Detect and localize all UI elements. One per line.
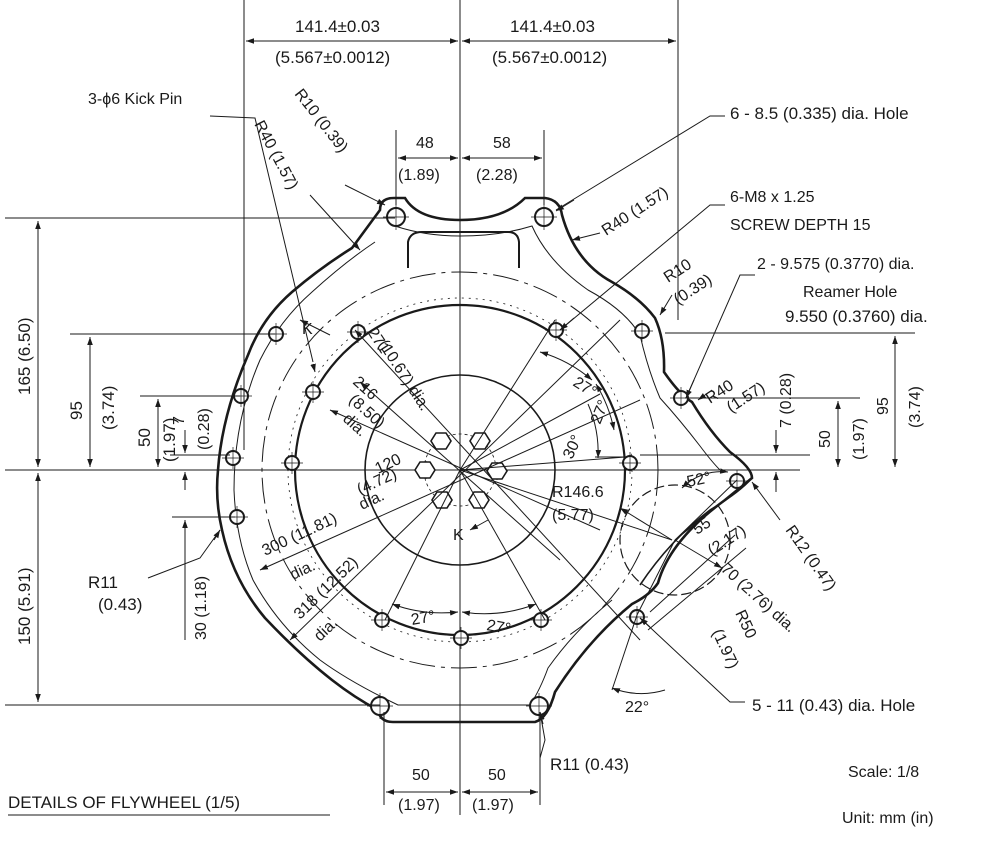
hole-crosshair bbox=[281, 452, 303, 474]
label-r50-in: (1.97) bbox=[708, 627, 741, 672]
label-reamer-1: 2 - 9.575 (0.3770) dia. bbox=[757, 256, 914, 273]
label-dim-50-bottom-right-in: (1.97) bbox=[472, 797, 514, 814]
label-dim-55: 55 bbox=[690, 514, 714, 538]
label-dim-95-right-in: (3.74) bbox=[907, 386, 924, 428]
label-dim-150: 150 (5.91) bbox=[15, 568, 34, 646]
label-r12: R12 (0.47) bbox=[782, 523, 839, 595]
sector-lines bbox=[647, 534, 747, 631]
label-dia-318-dia: dia. bbox=[311, 615, 341, 645]
label-dim-50-bottom-left: 50 bbox=[412, 767, 430, 784]
label-dim-top-left-mm: 141.4±0.03 bbox=[295, 17, 380, 36]
hole-crosshair bbox=[631, 320, 653, 342]
label-dim-7-left: 7 bbox=[171, 416, 188, 425]
hole-crosshair bbox=[222, 447, 244, 469]
label-dim-top-left-in: (5.567±0.0012) bbox=[275, 48, 390, 67]
label-dim-58: 58 bbox=[493, 135, 511, 152]
label-m8: 6-M8 x 1.25 bbox=[730, 189, 815, 206]
label-dim-7-right: 7 (0.28) bbox=[778, 373, 795, 428]
hole-crosshair bbox=[450, 627, 472, 649]
top-boss bbox=[407, 231, 520, 268]
leader-lines bbox=[5, 0, 915, 805]
center-lines bbox=[5, 0, 800, 815]
hole-crosshair bbox=[302, 381, 324, 403]
label-r11-left: R11 bbox=[88, 573, 118, 592]
hole-crosshair bbox=[626, 606, 648, 628]
label-dim-48-in: (1.89) bbox=[398, 167, 440, 184]
label-r50: R50 bbox=[731, 608, 759, 642]
hole-crosshair bbox=[367, 693, 393, 719]
scale-label: Scale: 1/8 bbox=[848, 764, 919, 781]
dimension-labels: 141.4±0.03 (5.567±0.0012) 141.4±0.03 (5.567… bbox=[15, 17, 928, 814]
label-dia-70: 70 (2.76) dia. bbox=[717, 560, 798, 636]
label-dia-300-dia: dia. bbox=[288, 557, 319, 583]
label-kick-pin: 3-ϕ6 Kick Pin bbox=[88, 91, 182, 108]
hole-crosshair bbox=[371, 609, 393, 631]
angle-arcs bbox=[391, 351, 729, 695]
label-dim-58-in: (2.28) bbox=[476, 167, 518, 184]
label-dim-95-left: 95 bbox=[67, 401, 86, 420]
label-ang-27-d: 27° bbox=[485, 617, 512, 638]
label-r11-left-in: (0.43) bbox=[98, 595, 142, 614]
label-r40-top-left: R40 (1.57) bbox=[250, 118, 300, 193]
label-r146-in: (5.77) bbox=[552, 507, 594, 524]
label-r10-top: R10 (0.39) bbox=[291, 86, 351, 156]
label-ang-52: 52° bbox=[685, 469, 712, 491]
label-dim-50-right: 50 bbox=[817, 430, 834, 448]
label-hole-5: 5 - 11 (0.43) dia. Hole bbox=[752, 696, 915, 715]
label-reamer-2: Reamer Hole bbox=[803, 284, 897, 301]
hole-crosshair bbox=[526, 693, 552, 719]
hub-bolts bbox=[414, 432, 508, 509]
label-dim-48: 48 bbox=[416, 135, 434, 152]
label-dim-7-left-in: (0.28) bbox=[196, 408, 213, 450]
label-r11-bottom: R11 (0.43) bbox=[550, 755, 629, 774]
label-ang-30: 30° bbox=[560, 433, 586, 462]
label-dim-95-right: 95 bbox=[875, 397, 892, 415]
bolt-circle-318 bbox=[261, 271, 659, 669]
label-hole-6: 6 - 8.5 (0.335) dia. Hole bbox=[730, 104, 909, 123]
label-ang-27-b: 27° bbox=[588, 398, 613, 427]
unit-label: Unit: mm (in) bbox=[842, 810, 934, 827]
label-dim-50-bottom-right: 50 bbox=[488, 767, 506, 784]
label-dim-top-right-mm: 141.4±0.03 bbox=[510, 17, 595, 36]
label-dim-50-left-in: (1.97) bbox=[160, 418, 179, 462]
label-dim-50-right-in: (1.97) bbox=[851, 418, 868, 460]
pcd-70 bbox=[619, 484, 731, 596]
label-dim-30: 30 (1.18) bbox=[193, 576, 210, 640]
label-k-top: K bbox=[302, 321, 313, 338]
reamer-boss bbox=[639, 477, 753, 586]
label-reamer-3: 9.550 (0.3760) dia. bbox=[785, 307, 928, 326]
label-dim-165: 165 (6.50) bbox=[15, 318, 34, 396]
drawing-title: DETAILS OF FLYWHEEL (1/5) bbox=[8, 793, 240, 812]
label-dim-50-left: 50 bbox=[135, 428, 154, 447]
hole-crosshair bbox=[619, 452, 641, 474]
inner-ring bbox=[364, 374, 556, 566]
label-k-bottom: K bbox=[453, 527, 464, 544]
hole-crosshair bbox=[726, 470, 748, 492]
label-ang-27-c: 27° bbox=[410, 608, 437, 629]
hole-crosshair bbox=[383, 204, 409, 230]
label-r40-top-right: R40 (1.57) bbox=[599, 184, 672, 239]
label-ang-22: 22° bbox=[625, 699, 649, 716]
label-screw-depth: SCREW DEPTH 15 bbox=[730, 217, 871, 234]
housing-inner-flange bbox=[233, 225, 721, 706]
label-r146: R146.6 bbox=[552, 484, 604, 501]
label-dim-50-bottom-left-in: (1.97) bbox=[398, 797, 440, 814]
label-dim-top-right-in: (5.567±0.0012) bbox=[492, 48, 607, 67]
label-dim-95-left-in: (3.74) bbox=[99, 386, 118, 430]
hole-crosshair bbox=[531, 204, 557, 230]
